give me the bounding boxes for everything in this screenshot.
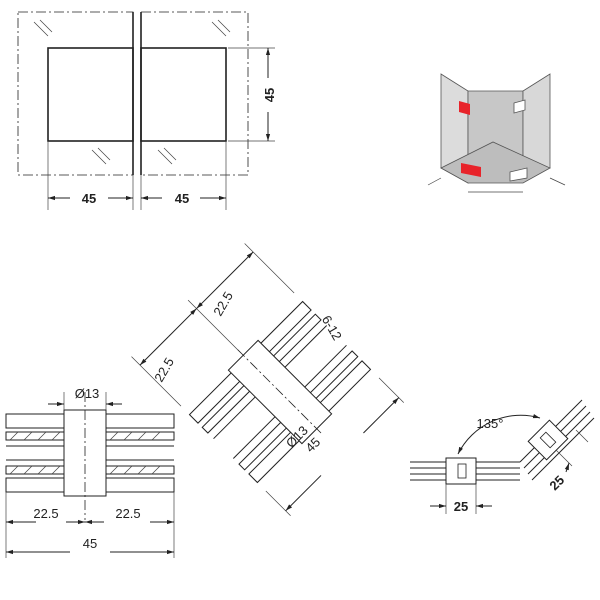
red-bracket-top <box>459 101 470 115</box>
angled-offset-a-label: 22.5 <box>151 355 177 384</box>
right-clamp-plate <box>140 47 227 142</box>
width-left-label: 45 <box>82 191 96 206</box>
angled-offset-b-label: 22.5 <box>210 289 236 318</box>
edge-right-label: 25 <box>546 472 567 493</box>
angle-label: 135° <box>477 416 504 431</box>
right-glass-panel <box>522 73 551 169</box>
plan-view-135: 135° 25 25 <box>410 399 595 514</box>
angled-section-view <box>131 243 404 516</box>
glass-thickness-label: 6-12 <box>319 313 345 343</box>
red-bracket-bottom <box>461 163 481 177</box>
shower-corner-illustration <box>427 73 566 193</box>
edge-left-label: 25 <box>454 499 468 514</box>
side-section-view: Ø13 22.5 22.5 45 <box>5 386 175 558</box>
gasket-hatching <box>9 431 161 475</box>
top-view: 45 45 45 <box>17 11 277 210</box>
left-clamp-plate <box>47 47 134 142</box>
width-right-label: 45 <box>175 191 189 206</box>
offset-left-label: 22.5 <box>33 506 58 521</box>
total-width-label: 45 <box>83 536 97 551</box>
white-bracket-top <box>513 99 526 114</box>
white-bracket-bottom <box>509 167 528 182</box>
hole-diameter-label: Ø13 <box>75 386 100 401</box>
height-label: 45 <box>262 88 277 102</box>
angle-arc <box>457 414 541 455</box>
left-glass-outline <box>17 11 134 176</box>
offset-right-label: 22.5 <box>115 506 140 521</box>
right-glass-outline <box>140 11 249 176</box>
glass-reflection-marks <box>33 19 231 165</box>
